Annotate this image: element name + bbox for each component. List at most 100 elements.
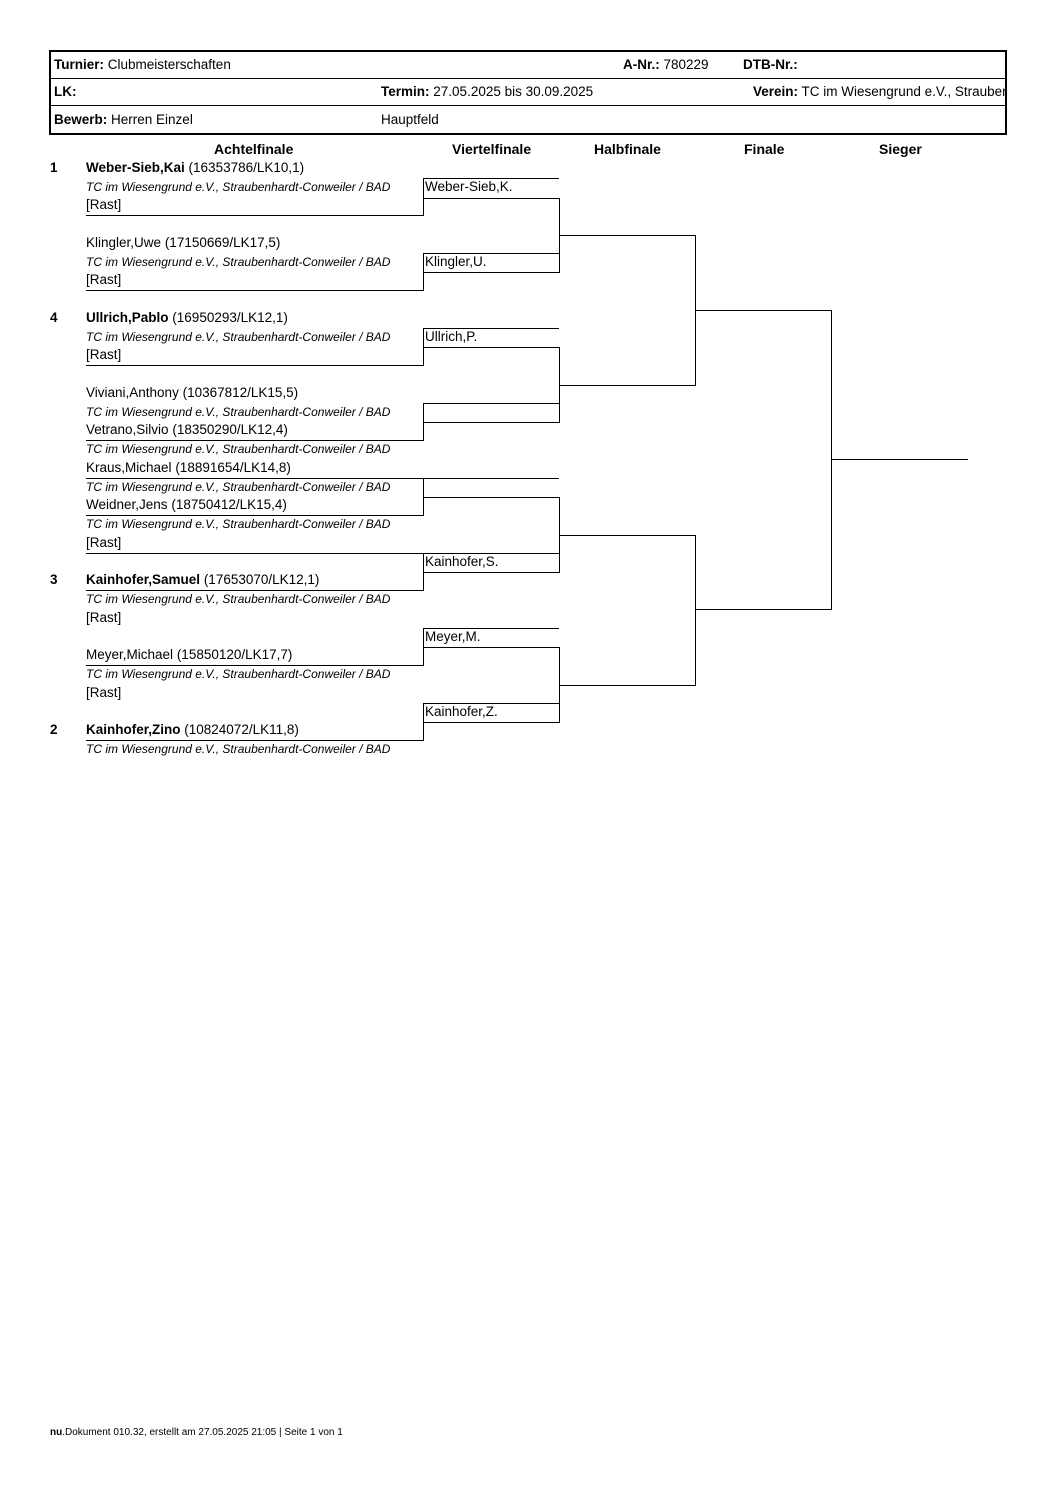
sf-slot-line [559, 235, 695, 236]
qf-slot-line [423, 328, 559, 329]
player-name: Viviani,Anthony [86, 385, 179, 400]
qf-winner-name: Meyer,M. [425, 629, 481, 644]
qf-bottom-line [423, 347, 559, 348]
qf-winner-name: Kainhofer,Z. [425, 704, 498, 719]
club-name: TC im Wiesengrund e.V., Straubenhardt-Co… [86, 517, 391, 531]
qf-slot-line [423, 703, 559, 704]
bye-label: [Rast] [86, 347, 122, 362]
qf-slot-line [423, 553, 559, 554]
header-row-lk: LK: Termin: 27.05.2025 bis 30.09.2025 Ve… [51, 79, 1005, 106]
player-name: Ullrich,Pablo [86, 310, 169, 325]
header-row-bewerb: Bewerb: Herren Einzel Hauptfeld [51, 107, 1005, 134]
bye-label: [Rast] [86, 197, 122, 212]
seed-number: 1 [50, 160, 58, 175]
anr-value: 780229 [663, 57, 709, 72]
player-info: (10824072/LK11,8) [184, 722, 299, 737]
footer-brand: nu [50, 1427, 63, 1438]
bewerb-value: Herren Einzel [111, 112, 193, 127]
player-entry: Kraus,Michael (18891654/LK14,8) [86, 460, 291, 475]
player-entry: Vetrano,Silvio (18350290/LK12,4) [86, 422, 288, 437]
page-footer: nu.Dokument 010.32, erstellt am 27.05.20… [50, 1427, 343, 1438]
bye-label: [Rast] [86, 272, 122, 287]
player-name: Weber-Sieb,Kai [86, 160, 185, 175]
r16-slot-line [86, 740, 423, 741]
player-info: (18891654/LK14,8) [175, 460, 291, 475]
column-heading-qf: Viertelfinale [452, 141, 532, 157]
player-entry: Ullrich,Pablo (16950293/LK12,1) [86, 310, 288, 325]
r16-slot-line [86, 553, 423, 554]
qf-bottom-line [423, 647, 559, 648]
r16-slot-line [86, 478, 423, 479]
player-name: Weidner,Jens [86, 497, 168, 512]
player-entry: Weber-Sieb,Kai (16353786/LK10,1) [86, 160, 304, 175]
seed-number: 3 [50, 572, 58, 587]
tournament-header: Turnier: Clubmeisterschaften A-Nr.: 7802… [49, 50, 1007, 135]
final-slot-line [695, 609, 831, 610]
club-name: TC im Wiesengrund e.V., Straubenhardt-Co… [86, 255, 391, 269]
r16-connector [423, 178, 424, 216]
bewerb-field: Bewerb: Herren Einzel [54, 112, 193, 127]
r16-slot-line [86, 440, 423, 441]
bye-label: [Rast] [86, 610, 122, 625]
player-name: Kainhofer,Zino [86, 722, 181, 737]
column-heading-r16: Achtelfinale [214, 141, 294, 157]
anr-field: A-Nr.: 780229 [623, 57, 709, 72]
footer-text: .Dokument 010.32, erstellt am 27.05.2025… [62, 1427, 343, 1438]
qf-slot-line [423, 628, 559, 629]
r16-slot-line [86, 665, 423, 666]
column-heading-winner: Sieger [879, 141, 922, 157]
club-name: TC im Wiesengrund e.V., Straubenhardt-Co… [86, 330, 391, 344]
sf-slot-line [559, 685, 695, 686]
player-entry: Klingler,Uwe (17150669/LK17,5) [86, 235, 280, 250]
r16-slot-line [86, 215, 423, 216]
lk-field: LK: [54, 84, 77, 99]
club-name: TC im Wiesengrund e.V., Straubenhardt-Co… [86, 442, 391, 456]
verein-field: Verein: TC im Wiesengrund e.V., Strauben… [753, 84, 1005, 99]
qf-winner-name: Klingler,U. [425, 254, 487, 269]
player-name: Meyer,Michael [86, 647, 174, 662]
player-name: Kainhofer,Samuel [86, 572, 201, 587]
club-name: TC im Wiesengrund e.V., Straubenhardt-Co… [86, 480, 391, 494]
qf-bottom-line [423, 198, 559, 199]
player-info: (10367812/LK15,5) [182, 385, 299, 400]
winner-line [831, 459, 968, 460]
column-heading-final: Finale [744, 141, 785, 157]
verein-value: TC im Wiesengrund e.V., Straubenhardt-Co… [801, 84, 1005, 99]
final-slot-line [695, 310, 831, 311]
qf-bottom-line [423, 272, 559, 273]
player-entry: Weidner,Jens (18750412/LK15,4) [86, 497, 287, 512]
r16-slot-line [86, 590, 423, 591]
column-heading-sf: Halbfinale [594, 141, 661, 157]
qf-winner-name: Kainhofer,S. [425, 554, 499, 569]
player-info: (16353786/LK10,1) [188, 160, 305, 175]
qf-slot-line [423, 178, 559, 179]
player-info: (16950293/LK12,1) [172, 310, 288, 325]
qf-bottom-line [423, 422, 559, 423]
feld-field: Hauptfeld [381, 112, 581, 127]
club-name: TC im Wiesengrund e.V., Straubenhardt-Co… [86, 405, 391, 419]
qf-bottom-line [423, 722, 559, 723]
r16-slot-line [86, 290, 423, 291]
player-info: (18750412/LK15,4) [171, 497, 287, 512]
club-name: TC im Wiesengrund e.V., Straubenhardt-Co… [86, 180, 391, 194]
player-entry: Viviani,Anthony (10367812/LK15,5) [86, 385, 298, 400]
sf-slot-line [559, 385, 695, 386]
termin-field: Termin: 27.05.2025 bis 30.09.2025 [381, 84, 594, 99]
seed-number: 4 [50, 310, 58, 325]
club-name: TC im Wiesengrund e.V., Straubenhardt-Co… [86, 667, 391, 681]
player-entry: Meyer,Michael (15850120/LK17,7) [86, 647, 292, 662]
bye-label: [Rast] [86, 685, 122, 700]
turnier-field: Turnier: Clubmeisterschaften [54, 57, 231, 72]
sf-slot-line [559, 535, 695, 536]
final-connector [831, 310, 832, 610]
qf-winner-name: Weber-Sieb,K. [425, 179, 513, 194]
player-name: Klingler,Uwe [86, 235, 162, 250]
qf-winner-name: Ullrich,P. [425, 329, 478, 344]
qf-slot-line [423, 478, 559, 479]
qf-slot-line [423, 403, 559, 404]
header-row-tournament: Turnier: Clubmeisterschaften A-Nr.: 7802… [51, 52, 1005, 79]
player-info: (18350290/LK12,4) [172, 422, 288, 437]
player-entry: Kainhofer,Samuel (17653070/LK12,1) [86, 572, 319, 587]
termin-value: 27.05.2025 bis 30.09.2025 [433, 84, 594, 99]
